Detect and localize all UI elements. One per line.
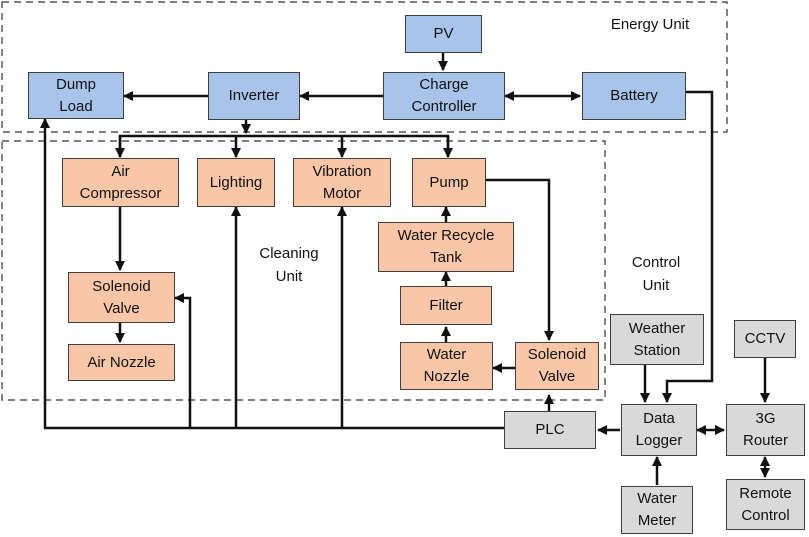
remote-control-box: Remote Control [726,479,805,530]
water-recycle-tank-box: Water Recycle Tank [378,222,514,272]
pv-box: PV [405,15,482,53]
weather-station-box: Weather Station [610,314,704,365]
vibration-motor-box: Vibration Motor [293,158,391,207]
water-meter-box: Water Meter [621,486,693,534]
pump-box: Pump [412,158,486,207]
pump-to-solenoid-valve [486,178,554,341]
plc-control-bus [40,118,504,430]
plc-to-air-solenoid-valve [174,293,192,428]
cleaning-unit-boundary [1,140,606,401]
data-logger-box: Data Logger [621,404,697,456]
inverter-box: Inverter [208,72,300,120]
control-unit-label: Control Unit [631,254,681,294]
air-compressor-box: Air Compressor [62,158,179,207]
router-3g-box: 3G Router [726,404,805,456]
water-nozzle-box: Water Nozzle [400,342,493,390]
solenoid-valve-air-box: Solenoid Valve [68,272,175,323]
filter-box: Filter [400,286,492,325]
cleaning-unit-label: Cleaning Unit [259,245,319,285]
charge-controller-box: Charge Controller [383,72,505,120]
plc-box: PLC [504,411,596,449]
energy-unit-boundary [1,1,728,133]
dump-load-box: Dump Load [28,72,124,119]
cctv-box: CCTV [734,320,796,358]
power-bus [118,134,450,157]
battery-box: Battery [582,72,686,120]
lighting-box: Lighting [197,158,275,207]
battery-to-data-logger [662,90,714,403]
air-nozzle-box: Air Nozzle [68,344,175,381]
solenoid-valve-water-box: Solenoid Valve [515,342,599,390]
energy-unit-label: Energy Unit [610,16,690,33]
